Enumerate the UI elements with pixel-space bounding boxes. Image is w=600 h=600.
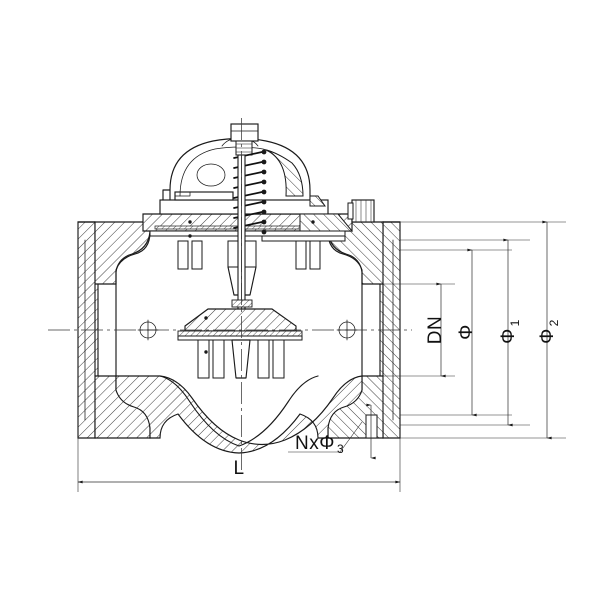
dimension-phi-2: Φ 2: [537, 220, 561, 440]
dimension-bolt-holes: NxΦ 3: [288, 403, 376, 460]
body-lower-belly: [115, 375, 363, 454]
bonnet-lower-lip: [261, 235, 346, 242]
centerlines: [48, 118, 412, 470]
rivet-mark: [188, 234, 192, 238]
side-port-fitting: [347, 199, 375, 223]
rivet-mark: [204, 316, 208, 320]
bonnet-stud-left: [177, 240, 189, 270]
rivet-mark: [188, 220, 192, 224]
centerline-cross-marks: [137, 319, 358, 341]
dimension-label-phi-1: Φ: [498, 328, 519, 344]
disc-guide-leg: [272, 339, 285, 379]
stem-lower-cone: [231, 339, 251, 379]
dome-base-step: [309, 195, 326, 207]
dimension-label-phi-1-sub: 1: [508, 319, 522, 326]
dome-inspection-lug: [196, 163, 226, 187]
disc-guide-leg: [212, 339, 225, 379]
disc-guide-leg: [197, 339, 210, 379]
bonnet-seal-plate: [149, 230, 346, 237]
body-belly-wall: [115, 375, 363, 454]
dimension-label-bolt-holes: NxΦ: [295, 433, 335, 454]
dimension-label-phi-2: Φ: [537, 328, 558, 344]
vertical-dimension-group: DN Φ Φ 1 Φ 2: [383, 220, 566, 440]
bonnet-stud-right-2: [309, 240, 321, 270]
dimension-length: L: [77, 438, 401, 492]
rivet-mark: [204, 350, 208, 354]
dimension-phi-1: Φ 1: [498, 238, 522, 427]
rivet-mark: [311, 220, 315, 224]
belly-inner-contour: [159, 375, 319, 447]
disc-seat-seal: [177, 330, 303, 337]
dome-wall-section: [265, 149, 304, 197]
bonnet-stud-right: [295, 240, 307, 270]
dimension-dn: DN: [425, 282, 446, 378]
flange-bolt-hole: [365, 414, 378, 439]
side-port-collar: [347, 202, 354, 220]
adjusting-screw-head: [230, 123, 259, 142]
disc-lower-plate: [177, 335, 303, 341]
valve-disc-assembly: [177, 299, 303, 379]
dimension-label-phi: Φ: [456, 324, 477, 340]
disc-retaining-nut: [231, 299, 253, 308]
screw-threads: [236, 143, 252, 153]
adjusting-screw: [230, 123, 259, 156]
disc-guide-leg: [257, 339, 270, 379]
dimension-label-bolt-holes-sub: 3: [337, 442, 344, 456]
dimension-label-dn: DN: [425, 316, 446, 344]
dimension-phi: Φ: [456, 248, 477, 417]
bonnet-gusset-right: [299, 213, 354, 232]
side-port-body: [351, 199, 375, 223]
bonnet-stud-left-2: [191, 240, 203, 270]
dimension-label-phi-2-sub: 2: [547, 319, 561, 326]
dimension-label-length: L: [233, 458, 244, 479]
